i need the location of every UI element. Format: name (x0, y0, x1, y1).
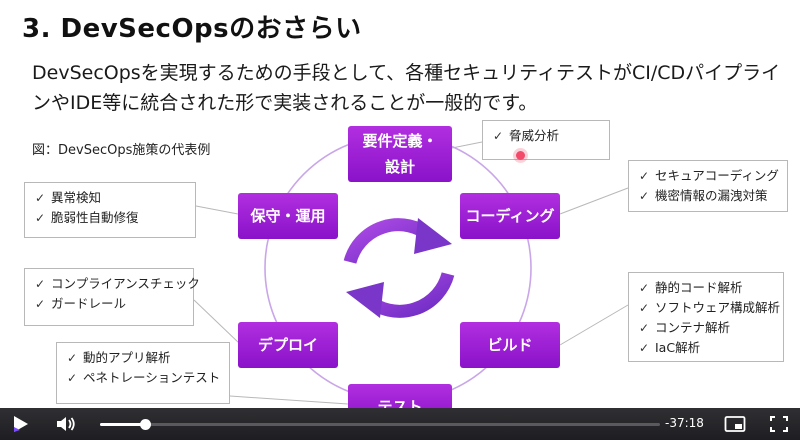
check-icon: ✓ (35, 297, 46, 311)
check-icon: ✓ (35, 211, 46, 225)
picture-in-picture-button[interactable] (722, 413, 748, 435)
slide-lead-text: DevSecOpsを実現するための手段として、各種セキュリティテストがCI/CD… (32, 62, 781, 114)
connector-operation (195, 205, 239, 215)
note-item: ✓ソフトウェア構成解析 (639, 298, 780, 318)
phase-operation: 保守・運用 (238, 193, 338, 239)
phase-deploy: デプロイ (238, 322, 338, 368)
cycle-arrow-bottom-head (346, 282, 384, 318)
note-build: ✓静的コード解析 ✓ソフトウェア構成解析 ✓コンテナ解析 ✓IaC解析 (628, 272, 784, 362)
note-deploy: ✓コンプライアンスチェック ✓ガードレール (24, 268, 200, 326)
note-item: ✓静的コード解析 (639, 278, 773, 298)
check-icon: ✓ (639, 281, 650, 295)
connector-coding (559, 187, 629, 215)
phase-build: ビルド (460, 322, 560, 368)
play-button[interactable] (8, 412, 32, 436)
phase-requirements-line2: 設計 (384, 158, 415, 176)
note-item: ✓機密情報の漏洩対策 (639, 186, 777, 206)
volume-button[interactable] (54, 412, 78, 436)
pointer-highlight (516, 151, 525, 160)
connector-deploy (193, 299, 241, 345)
check-icon: ✓ (639, 341, 650, 355)
check-icon: ✓ (35, 277, 46, 291)
note-requirements: ✓脅威分析 (482, 120, 610, 160)
cycle-arrow-top-head (414, 218, 452, 254)
check-icon: ✓ (67, 371, 78, 385)
note-item: ✓動的アプリ解析 (67, 348, 219, 368)
connector-test (229, 395, 349, 405)
phase-requirements: 要件定義・ 設計 (348, 126, 452, 182)
connector-build (559, 304, 629, 346)
note-item: ✓コンプライアンスチェック (35, 274, 200, 294)
check-icon: ✓ (639, 301, 650, 315)
check-icon: ✓ (67, 351, 78, 365)
fullscreen-button[interactable] (766, 413, 792, 435)
note-item: ✓セキュアコーディング (639, 166, 779, 186)
figure-caption: 図：DevSecOps施策の代表例 (32, 143, 211, 158)
note-item: ✓脆弱性自動修復 (35, 208, 185, 228)
play-icon (14, 416, 28, 432)
slide-title: 3. DevSecOpsのおさらい (22, 14, 362, 44)
note-item: ✓異常検知 (35, 188, 185, 208)
fullscreen-icon (770, 416, 788, 432)
check-icon: ✓ (639, 189, 650, 203)
progress-fill (100, 423, 145, 426)
note-operation: ✓異常検知 ✓脆弱性自動修復 (24, 182, 196, 238)
note-item: ✓ペネトレーションテスト (67, 368, 220, 388)
progress-track[interactable] (100, 419, 660, 430)
note-test: ✓動的アプリ解析 ✓ペネトレーションテスト (56, 342, 230, 404)
volume-icon (57, 417, 75, 431)
note-item: ✓ガードレール (35, 294, 183, 314)
time-remaining: -37:18 (665, 416, 704, 430)
phase-test: テスト (348, 384, 452, 408)
note-item: ✓コンテナ解析 (639, 318, 773, 338)
check-icon: ✓ (35, 191, 46, 205)
connector-requirements (451, 141, 483, 149)
picture-in-picture-icon (724, 416, 746, 432)
video-controls: -37:18 (0, 408, 800, 440)
note-item: ✓IaC解析 (639, 338, 773, 358)
check-icon: ✓ (639, 169, 650, 183)
phase-requirements-line1: 要件定義・ (362, 132, 438, 150)
cycle-diagram (193, 134, 629, 405)
note-item: ✓脅威分析 (493, 126, 599, 146)
note-coding: ✓セキュアコーディング ✓機密情報の漏洩対策 (628, 160, 788, 212)
check-icon: ✓ (639, 321, 650, 335)
slide: 3. DevSecOpsのおさらい DevSecOpsを実現するための手段として… (22, 14, 788, 408)
check-icon: ✓ (493, 129, 504, 143)
phase-coding: コーディング (460, 193, 560, 239)
progress-handle[interactable] (139, 419, 151, 430)
